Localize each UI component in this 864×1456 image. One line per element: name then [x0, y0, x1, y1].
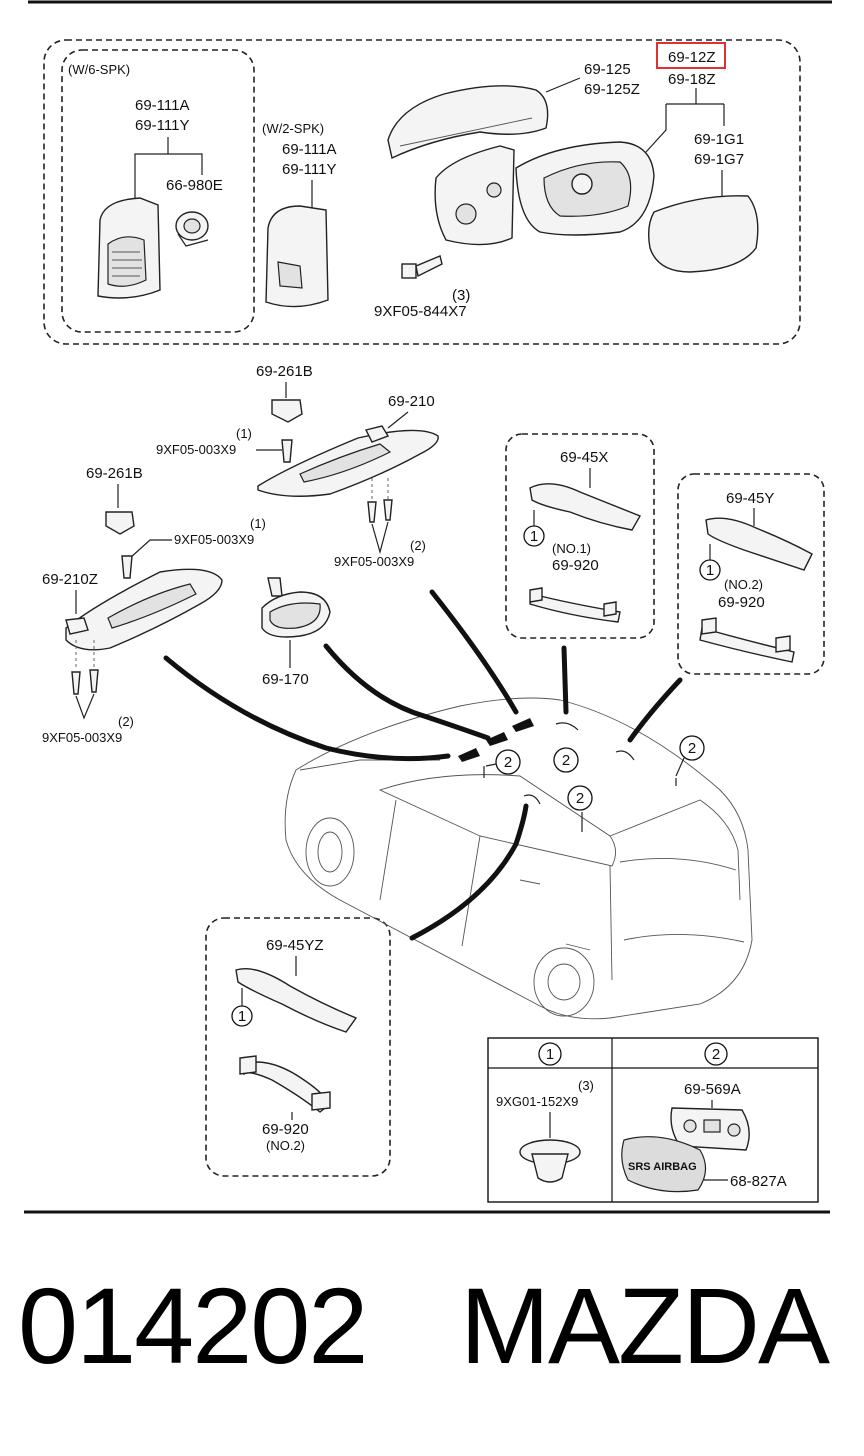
handle-no1-frame — [505, 433, 655, 639]
handle-bracket-yz — [235, 968, 358, 1033]
cap-z-label: 69-125Z — [584, 81, 640, 98]
vehicle-outline — [284, 697, 753, 1020]
speaker-label: 66-980E — [166, 177, 223, 194]
glass-7-label: 69-1G7 — [694, 151, 744, 168]
screws-right-pair — [367, 478, 393, 523]
screws-left-pair — [71, 640, 99, 695]
handle-no1-note: (NO.1) — [552, 541, 591, 556]
rear-view-mirror — [261, 577, 331, 638]
handle-no2-frame — [677, 473, 825, 675]
screw-d-label: 9XF05-003X9 — [42, 730, 122, 745]
cover-2spk-y-label: 69-111Y — [282, 161, 337, 178]
bracket-x-label: 69-45X — [560, 449, 608, 466]
cap-label: 69-125 — [584, 61, 631, 78]
airbag-text: SRS AIRBAG — [628, 1161, 697, 1173]
handle-no2-label: 69-920 — [718, 594, 765, 611]
part-code: 014202 — [18, 1265, 368, 1386]
cover-6spk-y-label: 69-111Y — [135, 117, 190, 134]
cover-6spk-a-label: 69-111A — [135, 97, 190, 114]
svg-text:1: 1 — [530, 528, 538, 545]
legend-col1-header: 1 — [546, 1046, 554, 1063]
screw-a-qty: (1) — [236, 426, 252, 441]
svg-text:2: 2 — [688, 740, 696, 757]
screw-c-label: 9XF05-003X9 — [334, 554, 414, 569]
airbag-label-part: SRS AIRBAG — [621, 1136, 707, 1193]
airbag-label-label: 68-827A — [730, 1173, 787, 1190]
variant-2spk-label: (W/2-SPK) — [262, 121, 324, 136]
variant-6spk-label: (W/6-SPK) — [68, 62, 130, 77]
mirror-glass — [647, 195, 759, 273]
highlighted-part-label: 69-12Z — [668, 49, 716, 66]
grommet-qty: (3) — [578, 1078, 594, 1093]
holder-left-label: 69-261B — [86, 465, 143, 482]
speaker-unit — [175, 211, 209, 247]
callout-2-d: 2 — [675, 735, 705, 777]
handle-no1-label: 69-920 — [552, 557, 599, 574]
assist-handle-no2 — [699, 617, 795, 663]
bolt-label: 9XF05-844X7 — [374, 303, 467, 320]
svg-text:2: 2 — [504, 754, 512, 771]
callout-2-c: 2 — [567, 785, 593, 811]
screw-c-qty: (2) — [410, 538, 426, 553]
handle-no2-note: (NO.2) — [724, 577, 763, 592]
bracket-yz-label: 69-45YZ — [266, 937, 324, 954]
rear-mirror-label: 69-170 — [262, 671, 309, 688]
visor-holder-right — [271, 399, 303, 423]
assist-handle-no2b — [239, 1055, 331, 1113]
screw-a — [281, 439, 293, 463]
cover-plate-part — [670, 1107, 750, 1151]
mirror-cover-2spk — [265, 205, 329, 308]
brand-name: MAZDA — [460, 1265, 830, 1386]
mirror-cap — [387, 85, 549, 160]
holder-right-label: 69-261B — [256, 363, 313, 380]
sun-visor-left — [65, 568, 223, 651]
speaker-variant-frame — [61, 49, 255, 333]
glass-1-label: 69-1G1 — [694, 131, 744, 148]
grommet-part — [519, 1139, 581, 1183]
svg-text:1: 1 — [238, 1008, 246, 1025]
cover-plate-label: 69-569A — [684, 1081, 741, 1098]
mirror-cover-6spk — [97, 197, 161, 299]
screw-b-qty: (1) — [250, 516, 266, 531]
handle-no2b-note: (NO.2) — [266, 1138, 305, 1153]
screw-b-label: 9XF05-003X9 — [174, 532, 254, 547]
callout-2-a: 2 — [485, 749, 521, 775]
bracket-y-label: 69-45Y — [726, 490, 774, 507]
handle-bracket-x — [529, 483, 642, 531]
assist-handle-no1 — [529, 587, 621, 623]
mounting-bolt — [401, 255, 443, 279]
visor-right-label: 69-210 — [388, 393, 435, 410]
svg-text:1: 1 — [706, 562, 714, 579]
mirror-group-frame — [43, 39, 801, 345]
grommet-label: 9XG01-152X9 — [496, 1094, 578, 1109]
svg-text:2: 2 — [576, 790, 584, 807]
bolt-qty-label: (3) — [452, 287, 470, 304]
sun-visor-right — [257, 425, 439, 497]
interior-mount-markers — [458, 718, 677, 832]
screw-a-label: 9XF05-003X9 — [156, 442, 236, 457]
cover-2spk-a-label: 69-111A — [282, 141, 337, 158]
handle-no2b-frame — [205, 917, 391, 1177]
screw-b — [121, 555, 133, 579]
handle-no2b-label: 69-920 — [262, 1121, 309, 1138]
visor-left-label: 69-210Z — [42, 571, 98, 588]
screw-d-qty: (2) — [118, 714, 134, 729]
leader-lines — [163, 589, 683, 941]
legend-col2-header: 2 — [712, 1046, 720, 1063]
highlight-box — [656, 42, 726, 69]
legend-table: 1 2 (3) 9XG01-152X9 69-569A SRS AIRBAG 6… — [487, 1037, 819, 1203]
mirror-housing — [515, 141, 655, 236]
visor-holder-left — [105, 511, 135, 535]
mirror-base — [434, 145, 515, 246]
handle-bracket-y — [705, 517, 813, 571]
svg-text:2: 2 — [562, 752, 570, 769]
housing-label: 69-18Z — [668, 71, 716, 88]
callout-2-b: 2 — [553, 747, 579, 773]
